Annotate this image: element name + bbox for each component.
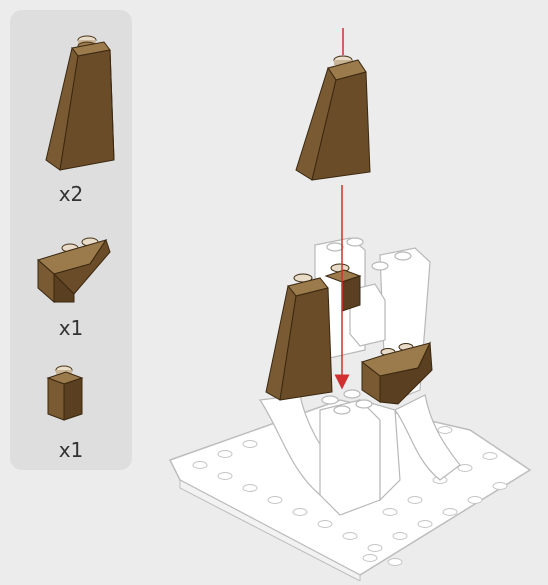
- part-item-small-slope: x1: [10, 222, 132, 352]
- part-item-brick: x1: [10, 350, 132, 470]
- incoming-tall-slope: [296, 56, 370, 180]
- slope-brick-1x2x3-icon: [10, 10, 132, 180]
- assembly-scene-icon: [140, 0, 548, 581]
- part-quantity: x2: [10, 182, 132, 206]
- part-item-tall-slope: x2: [10, 10, 132, 220]
- placed-small-slope: [362, 343, 432, 404]
- parts-list-panel: x2 x1 x1: [10, 10, 132, 470]
- part-quantity: x1: [10, 316, 132, 340]
- slope-brick-1x2-icon: [10, 222, 132, 312]
- assembly-illustration: [140, 0, 548, 581]
- brick-1x1-icon: [10, 350, 132, 430]
- part-quantity: x1: [10, 438, 132, 462]
